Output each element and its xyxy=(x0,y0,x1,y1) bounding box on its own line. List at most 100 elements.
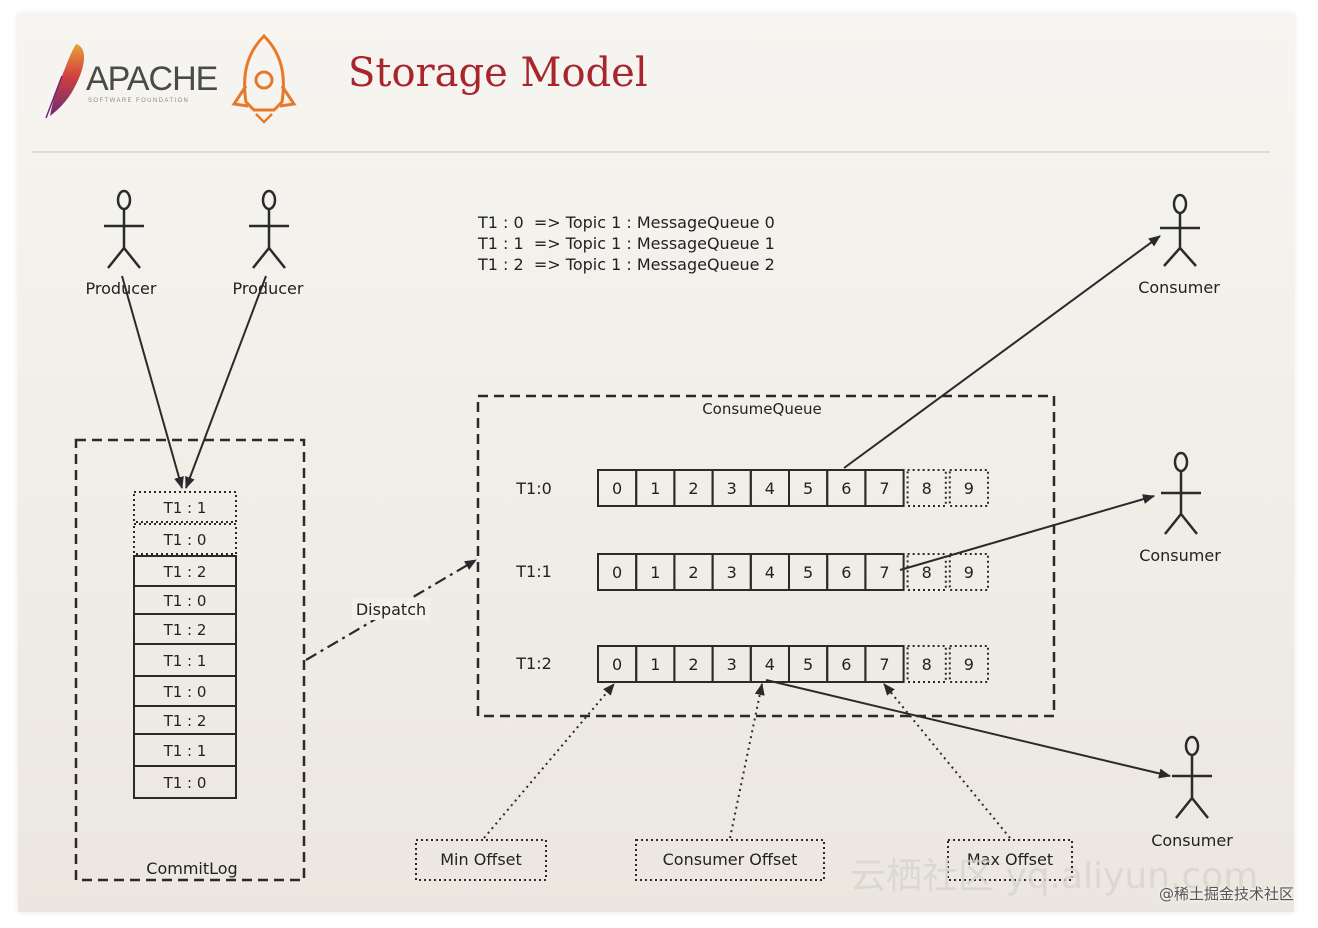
commitlog-entry-label: T1 : 1 xyxy=(163,652,207,670)
queue-cell-index: 0 xyxy=(612,563,622,582)
queue-cell-index: 8 xyxy=(922,655,932,674)
queue-cell-index: 4 xyxy=(765,655,775,674)
commitlog-entry-pending: T1 : 1 xyxy=(133,491,237,523)
offset-pointer-arrow xyxy=(483,683,615,839)
mapping-line: T1 : 1 => Topic 1 : MessageQueue 1 xyxy=(477,234,775,253)
queue-cell-pending: 8 xyxy=(906,469,947,507)
commitlog-entry-label: T1 : 2 xyxy=(163,621,207,639)
queue-cell-index: 3 xyxy=(727,479,737,498)
queue-cell-index: 1 xyxy=(650,655,660,674)
queue-cell-index: 9 xyxy=(964,655,974,674)
producer-label: Producer xyxy=(233,279,304,298)
queue-cell-index: 3 xyxy=(727,655,737,674)
queue-cell-index: 0 xyxy=(612,655,622,674)
queue-cell-index: 6 xyxy=(841,563,851,582)
commitlog-entry-label: T1 : 0 xyxy=(163,531,207,549)
dispatch-label: Dispatch xyxy=(356,600,426,619)
commitlog-entry-label: T1 : 2 xyxy=(163,563,207,581)
commitlog-entry: T1 : 0 xyxy=(133,585,237,615)
commitlog-entry: T1 : 0 xyxy=(133,675,237,707)
queue-label: T1:2 xyxy=(515,654,552,673)
commitlog-entries: T1 : 1 T1 : 0 T1 : 2 T1 : 0 T1 : 2 T1 : 1 T1 :… xyxy=(133,491,237,799)
consume-arrow xyxy=(843,235,1161,469)
producer-arrow xyxy=(121,275,184,489)
max-offset-label: Max Offset xyxy=(967,850,1053,869)
queue-cell: 4 xyxy=(749,469,790,507)
page-title: Storage Model xyxy=(348,50,648,96)
corner-watermark: @稀土掘金技术社区 xyxy=(1158,885,1294,903)
queue-cell: 0 xyxy=(597,469,638,507)
commitlog-entry-label: T1 : 1 xyxy=(163,499,207,517)
queue-cell-index: 9 xyxy=(964,479,974,498)
max-offset-box xyxy=(947,839,1073,881)
dispatch-label-bg xyxy=(352,598,430,620)
queue-cell: 4 xyxy=(749,645,790,683)
consumer-offset-label: Consumer Offset xyxy=(663,850,798,869)
queue-cell-index: 7 xyxy=(879,563,889,582)
queue-cell-index: 4 xyxy=(765,479,775,498)
queue-cell: 3 xyxy=(711,553,752,591)
consumer-2 xyxy=(1161,451,1201,535)
queue-cell-index: 4 xyxy=(765,563,775,582)
queue-cell: 1 xyxy=(635,645,676,683)
commitlog-entry: T1 : 0 xyxy=(133,765,237,799)
rocketmq-logo-icon xyxy=(231,33,297,124)
commitlog-entry-label: T1 : 0 xyxy=(163,592,207,610)
commitlog-entry: T1 : 2 xyxy=(133,705,237,735)
queue-cell: 2 xyxy=(673,469,714,507)
commitlog-entry-pending: T1 : 0 xyxy=(133,523,237,555)
queue-cell: 0 xyxy=(597,645,638,683)
dispatch-arrow xyxy=(305,559,477,661)
person-icon xyxy=(1184,735,1200,757)
queue-cell-index: 5 xyxy=(803,563,813,582)
queue-cell: 7 xyxy=(864,553,905,591)
consume-arrow xyxy=(899,494,1155,571)
person-icon xyxy=(1173,451,1189,473)
queue-cell: 6 xyxy=(826,553,867,591)
person-icon xyxy=(1172,193,1188,215)
queue-cell-index: 6 xyxy=(841,479,851,498)
queue-cell-index: 0 xyxy=(612,479,622,498)
consumer-label: Consumer xyxy=(1151,831,1233,850)
producer-2 xyxy=(249,189,289,269)
consumer-label: Consumer xyxy=(1139,546,1221,565)
queue-cell-pending: 9 xyxy=(948,645,989,683)
mapping-line: T1 : 2 => Topic 1 : MessageQueue 2 xyxy=(477,255,775,274)
queue-cell: 6 xyxy=(826,645,867,683)
queue-cell-index: 3 xyxy=(727,563,737,582)
queue-cell: 5 xyxy=(788,645,829,683)
apache-feather-icon xyxy=(50,44,85,116)
consumer-label: Consumer xyxy=(1138,278,1220,297)
min-offset-box xyxy=(415,839,547,881)
queue-cell-index: 1 xyxy=(650,479,660,498)
queue-cell-index: 1 xyxy=(650,563,660,582)
commitlog-entry: T1 : 1 xyxy=(133,733,237,767)
producer-arrow xyxy=(185,275,267,489)
apache-logo: APACHE SOFTWARE FOUNDATION xyxy=(45,44,219,119)
commitlog-entry-label: T1 : 0 xyxy=(163,774,207,792)
queue-cell-pending: 8 xyxy=(906,553,947,591)
commitlog-label: CommitLog xyxy=(146,859,237,878)
producer-1 xyxy=(104,189,144,269)
consumer-offset-box xyxy=(635,839,825,881)
commitlog-entry-label: T1 : 0 xyxy=(163,683,207,701)
queue-cell-index: 2 xyxy=(688,479,698,498)
queue-cell-pending: 8 xyxy=(906,645,947,683)
queue-cell-index: 7 xyxy=(879,479,889,498)
commitlog-entry: T1 : 2 xyxy=(133,613,237,645)
queue-cell: 2 xyxy=(673,645,714,683)
queue-cell-index: 5 xyxy=(803,479,813,498)
queue-cell: 0 xyxy=(597,553,638,591)
queue-cell: 6 xyxy=(826,469,867,507)
queue-cell: 7 xyxy=(864,645,905,683)
consumer-1 xyxy=(1160,193,1200,267)
queue-cell-index: 7 xyxy=(879,655,889,674)
person-icon xyxy=(116,189,132,211)
offset-pointer-arrow xyxy=(883,683,1011,839)
commitlog-entry-label: T1 : 1 xyxy=(163,742,207,760)
mapping-line: T1 : 0 => Topic 1 : MessageQueue 0 xyxy=(477,213,775,232)
queue-cell-index: 8 xyxy=(922,479,932,498)
person-icon xyxy=(261,189,277,211)
queue-cell: 5 xyxy=(788,469,829,507)
topic-mapping-legend: T1 : 0 => Topic 1 : MessageQueue 0 T1 : … xyxy=(477,213,775,274)
